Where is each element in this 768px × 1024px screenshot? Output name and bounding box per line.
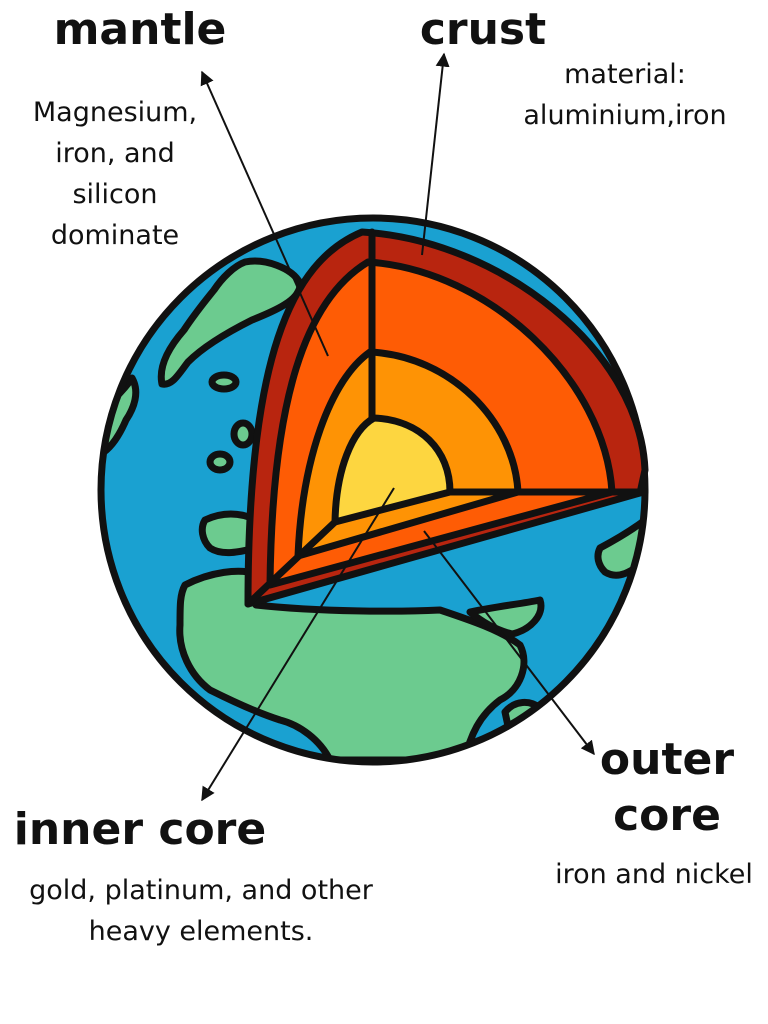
crust-description: material: aluminium,iron (500, 54, 750, 136)
inner-core-description: gold, platinum, and other heavy elements… (0, 870, 402, 952)
pointer-arrows (200, 52, 595, 802)
mantle-pointer (200, 70, 329, 357)
outer-core-title-line: outer (599, 734, 735, 785)
outer-core-pointer (423, 530, 595, 756)
outer-core-description: iron and nickel (540, 854, 768, 895)
crust-desc-line: material: (564, 59, 686, 90)
mantle-description: Magnesium, iron, and silicon dominate (10, 92, 220, 256)
crust-title: crust (419, 4, 547, 55)
land-europe (198, 510, 260, 557)
outer-core-title-line: core (613, 790, 721, 841)
outer-core-title: outer core (596, 732, 738, 844)
inner-core-title: inner core (13, 804, 267, 855)
mantle-desc-line: dominate (50, 220, 180, 251)
land-island (230, 419, 256, 449)
land-africa (176, 567, 528, 762)
outer-core-desc-line: iron and nickel (555, 859, 753, 890)
land-island (208, 371, 240, 393)
mantle-desc-line: iron, and (55, 138, 175, 169)
section-edge-diagonal (244, 518, 339, 608)
crust-desc-line: aluminium,iron (523, 100, 727, 131)
land-island (206, 450, 234, 474)
cutaway (244, 228, 649, 608)
inner-core-desc-line: heavy elements. (88, 916, 314, 947)
land-arabia (466, 596, 545, 638)
mantle-desc-line: silicon (72, 179, 158, 210)
inner-core-desc-line: gold, platinum, and other (29, 875, 373, 906)
inner-core-pointer (201, 487, 395, 802)
mantle-title: mantle (53, 4, 227, 55)
mantle-desc-line: Magnesium, (32, 97, 198, 128)
crust-pointer (421, 52, 450, 256)
